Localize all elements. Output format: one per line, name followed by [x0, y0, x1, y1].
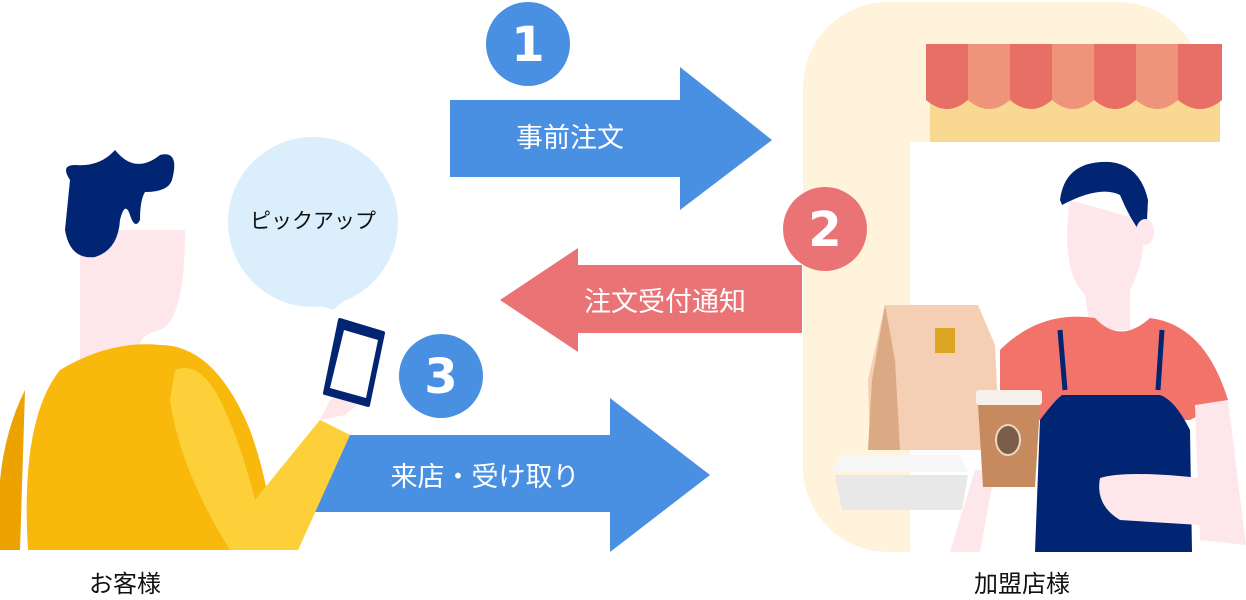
customer-label: お客様 [89, 570, 161, 598]
step-3-number: 3 [424, 349, 457, 405]
speech-bubble [228, 137, 398, 307]
staff-person [950, 161, 1246, 552]
step-2-number: 2 [808, 202, 841, 258]
step-2-badge [783, 187, 867, 271]
food-box-icon [832, 455, 968, 510]
step-1-number: 1 [511, 17, 544, 73]
customer-sleeve [240, 420, 350, 550]
awning [926, 44, 1222, 109]
speech-bubble-text: ピックアップ [250, 209, 376, 233]
store-illustration [803, 2, 1246, 552]
paper-bag-icon [868, 305, 1000, 450]
step-3-label: 来店・受け取り [391, 462, 580, 493]
step-2-notification-arrow: 注文受付通知 2 [500, 187, 867, 352]
coffee-cup-icon [976, 390, 1042, 487]
step-1-order-arrow: 事前注文 1 [450, 2, 772, 210]
step-1-badge [486, 2, 570, 86]
smartphone-icon [323, 318, 385, 407]
step-2-label: 注文受付通知 [584, 287, 746, 318]
store-label: 加盟店様 [974, 570, 1070, 598]
step-3-badge [399, 334, 483, 418]
step-3-pickup-arrow: 来店・受け取り 3 [300, 334, 710, 552]
step-1-label: 事前注文 [516, 123, 624, 154]
